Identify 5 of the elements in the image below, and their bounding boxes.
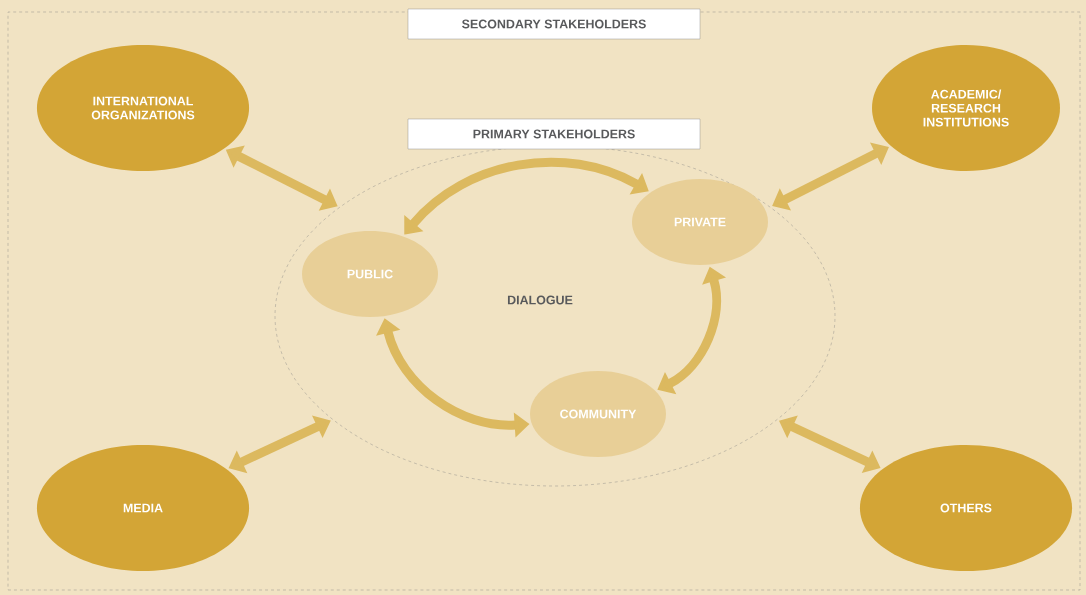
arrow (772, 142, 889, 211)
heading-box: PRIMARY STAKEHOLDERS (407, 118, 701, 150)
arrow (404, 157, 649, 235)
center-label: DIALOGUE (507, 295, 573, 305)
heading-box: SECONDARY STAKEHOLDERS (407, 8, 701, 40)
